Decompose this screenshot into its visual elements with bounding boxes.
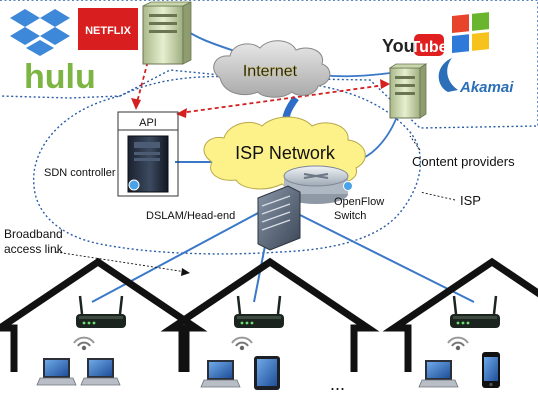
house-1 bbox=[0, 262, 196, 386]
youtube-you: You bbox=[382, 36, 415, 56]
broadband-label-1: Broadband bbox=[4, 227, 63, 241]
internet-label: Internet bbox=[243, 63, 298, 80]
wifi-signal-icon bbox=[447, 336, 469, 352]
laptop-icon bbox=[200, 359, 241, 388]
content-server-icon bbox=[388, 63, 428, 119]
wifi-signal-icon bbox=[73, 336, 95, 352]
router-icon bbox=[283, 165, 353, 204]
api-label: API bbox=[139, 117, 157, 129]
hulu-logo: hulu bbox=[24, 58, 96, 96]
api-box bbox=[117, 111, 179, 197]
content-providers-label: Content providers bbox=[412, 154, 515, 169]
wifi-router-icon bbox=[448, 294, 502, 330]
dslam-label: DSLAM/Head-end bbox=[146, 210, 235, 222]
isp-region bbox=[32, 75, 421, 255]
youtube-tube: Tube bbox=[410, 39, 447, 56]
windows-logo bbox=[452, 12, 489, 53]
smartphone-icon bbox=[482, 352, 500, 388]
laptop-icon bbox=[80, 357, 121, 386]
youtube-logo: You Tube bbox=[382, 34, 448, 56]
laptop-icon bbox=[418, 359, 459, 388]
wifi-signal-icon bbox=[231, 336, 253, 352]
netflix-text: NETFLIX bbox=[85, 25, 131, 37]
dropbox-icon bbox=[10, 9, 70, 56]
wifi-router-icon bbox=[74, 294, 128, 330]
netflix-logo: NETFLIX bbox=[78, 8, 138, 50]
wifi-router-icon bbox=[232, 294, 286, 330]
akamai-logo: Akamai bbox=[438, 58, 514, 96]
sdn-controller: API bbox=[117, 111, 179, 197]
isp-network-label: ISP Network bbox=[235, 143, 336, 163]
house-3 bbox=[394, 262, 538, 388]
dslam-icon bbox=[257, 185, 301, 251]
broadband-label-2: access link bbox=[4, 242, 64, 256]
openflow-label-1: OpenFlow bbox=[334, 196, 384, 208]
akamai-text: Akamai bbox=[459, 79, 514, 96]
ellipsis: ... bbox=[330, 374, 345, 394]
isp-label: ISP bbox=[460, 193, 481, 208]
server-icon bbox=[142, 1, 192, 65]
house-2 bbox=[172, 262, 368, 390]
laptop-icon bbox=[36, 357, 77, 386]
tablet-icon bbox=[254, 356, 280, 390]
openflow-label-2: Switch bbox=[334, 210, 366, 222]
sdn-controller-label: SDN controller bbox=[44, 167, 116, 179]
controller-tower-icon bbox=[127, 135, 169, 193]
internet-cloud: Internet bbox=[213, 40, 331, 98]
